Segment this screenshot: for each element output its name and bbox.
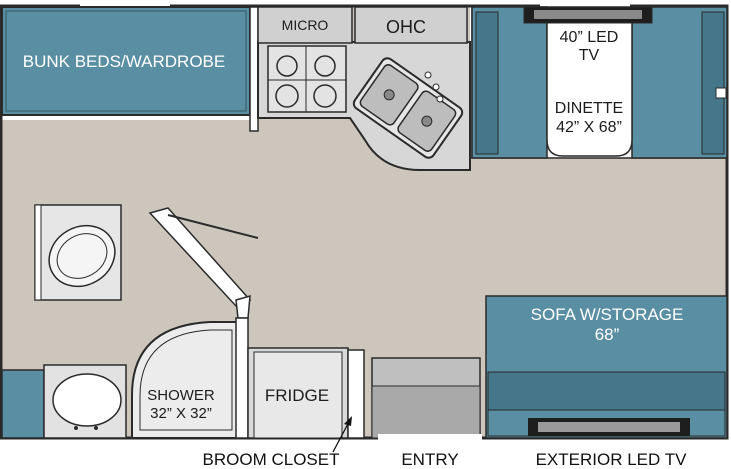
vanity-sink [52, 373, 122, 427]
dinette-label-1: DINETTE [555, 100, 623, 117]
shower-enclosure [131, 321, 241, 439]
ohc-block [354, 6, 468, 44]
sofa-label-2: 68” [595, 325, 620, 344]
burner [314, 55, 336, 77]
dinette-label-2: 42” X 68” [556, 119, 622, 136]
faucet-knob [432, 83, 440, 91]
broom-closet-arrow [332, 419, 351, 453]
burner [275, 84, 299, 108]
wall-thermostat [715, 87, 727, 99]
shower-label-2: 32” X 32” [150, 405, 212, 422]
toilet [48, 224, 116, 288]
dinette-table [546, 11, 633, 157]
faucet-knob [424, 71, 432, 79]
led-tv-label-2: TV [579, 47, 600, 64]
broom-closet-label: BROOM CLOSET [203, 450, 340, 469]
double-sink [352, 57, 464, 159]
micro-label: MICRO [282, 17, 329, 33]
microwave-block [257, 6, 353, 44]
led-tv-label-1: 40” LED [560, 29, 619, 46]
stove [267, 45, 347, 113]
bunk-beds-label: BUNK BEDS/WARDROBE [23, 52, 225, 71]
burner [313, 84, 337, 108]
ohc-label: OHC [386, 17, 426, 37]
door-swing-line [167, 214, 259, 239]
vanity-cabinet [1, 369, 45, 439]
partition-wall [249, 6, 259, 132]
exterior-tv-label: EXTERIOR LED TV [536, 450, 687, 469]
shower-label-1: SHOWER [147, 387, 215, 404]
bunk-beds-block [1, 6, 251, 116]
entry-label: ENTRY [401, 450, 458, 469]
faucet-knob [436, 95, 444, 103]
sofa-label-1: SOFA W/STORAGE [531, 305, 684, 324]
fridge-label: FRIDGE [265, 386, 329, 405]
burner [276, 55, 298, 77]
